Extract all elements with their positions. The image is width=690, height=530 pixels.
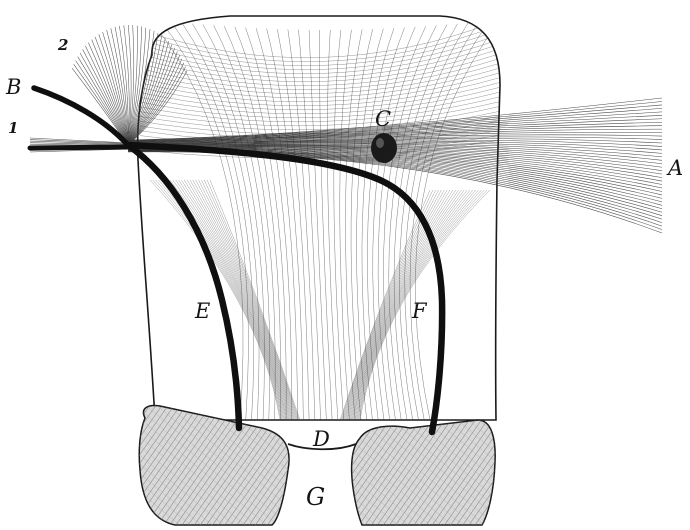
label-2: 2 xyxy=(57,36,68,54)
label-b: B xyxy=(5,75,21,99)
nodule-c xyxy=(371,133,397,163)
label-c: C xyxy=(375,107,391,131)
right-bone-block xyxy=(352,420,496,525)
left-bone-block xyxy=(139,406,289,526)
nodule-c-highlight xyxy=(376,138,384,148)
fiber-stroke xyxy=(30,138,130,143)
label-e: E xyxy=(194,299,210,323)
label-f: F xyxy=(411,299,428,323)
label-1: 1 xyxy=(8,119,18,137)
cord-b xyxy=(34,88,128,145)
label-g: G xyxy=(306,483,325,511)
label-d: D xyxy=(312,427,330,451)
label-a: A xyxy=(666,156,683,180)
cord-1 xyxy=(30,147,128,148)
